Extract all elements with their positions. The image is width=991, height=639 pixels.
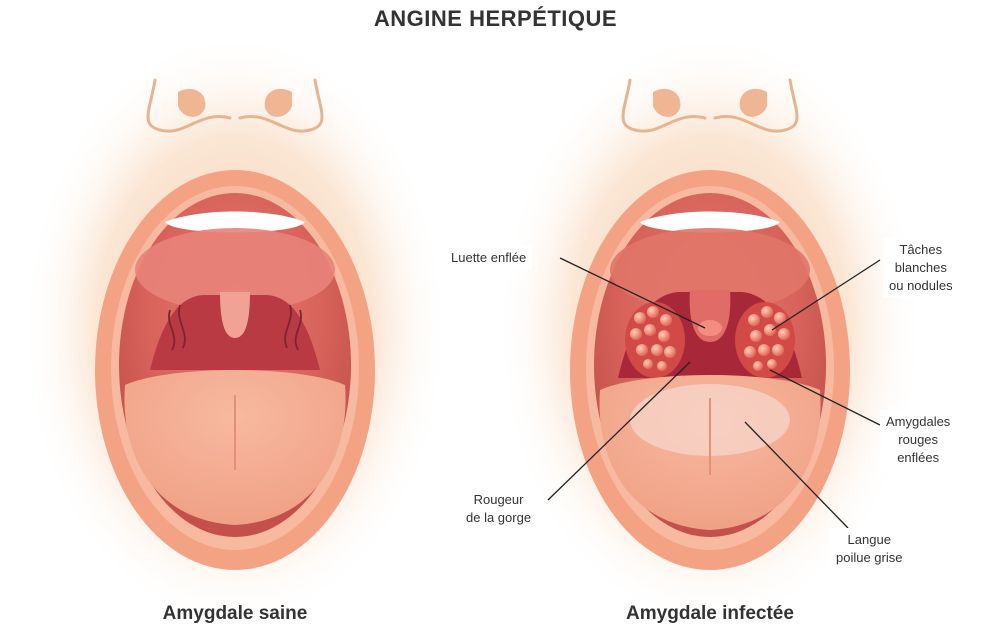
label-tongue: Langue poilue grise	[830, 528, 909, 570]
label-throat-redness: Rougeur de la gorge	[460, 488, 537, 530]
label-uvula: Luette enflée	[445, 246, 532, 270]
label-uvula-line-1: Luette enflée	[451, 249, 526, 267]
label-throat-redness-line-1: Rougeur	[466, 491, 531, 509]
label-red-tonsils-line-3: enflées	[886, 449, 950, 467]
caption-healthy: Amygdale saine	[85, 603, 385, 625]
healthy-mouth-illustration	[20, 30, 450, 630]
label-white-spots-line-2: blanches	[889, 259, 953, 277]
label-throat-redness-line-2: de la gorge	[466, 509, 531, 527]
diagram-title: ANGINE HERPÉTIQUE	[0, 6, 991, 32]
label-white-spots-line-3: ou nodules	[889, 277, 953, 295]
label-tongue-line-2: poilue grise	[836, 549, 903, 567]
caption-infected: Amygdale infectée	[560, 603, 860, 625]
label-red-tonsils-line-2: rouges	[886, 431, 950, 449]
label-white-spots: Tâches blanches ou nodules	[883, 238, 959, 298]
label-red-tonsils: Amygdales rouges enflées	[880, 410, 956, 470]
label-white-spots-line-1: Tâches	[889, 241, 953, 259]
label-red-tonsils-line-1: Amygdales	[886, 413, 950, 431]
label-tongue-line-1: Langue	[836, 531, 903, 549]
